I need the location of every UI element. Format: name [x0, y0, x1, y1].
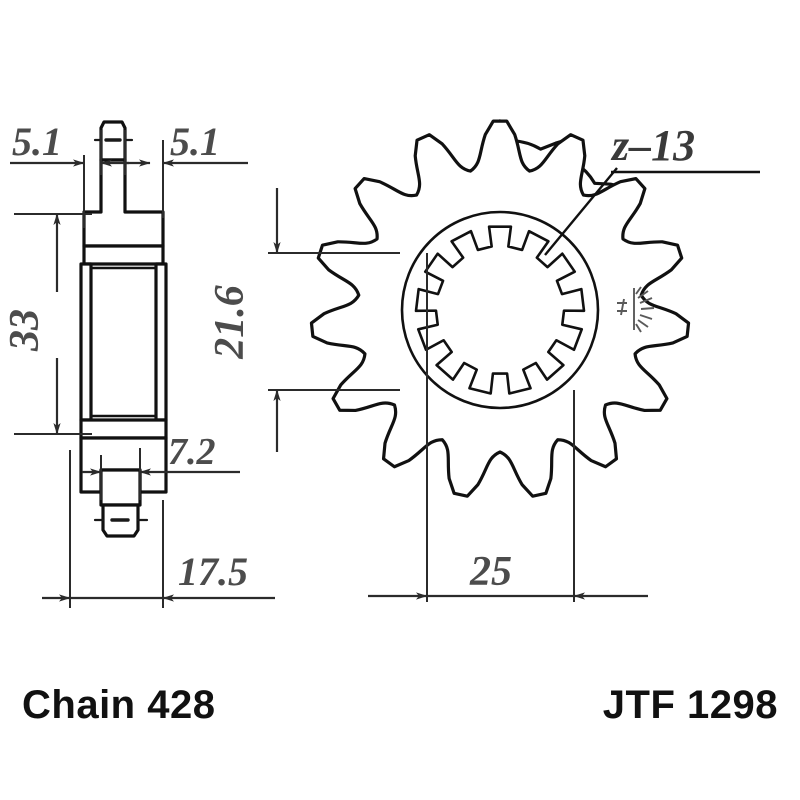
sprocket-teeth-profile [309, 119, 691, 498]
dim-label-5-1-left: 5.1 [12, 119, 62, 164]
section-lower-rim [79, 418, 168, 440]
section-lower-tooth [93, 503, 149, 538]
dimension-21-6: 21.6 [207, 188, 400, 452]
dim-label-7-2: 7.2 [168, 431, 216, 473]
dimension-17-5: 17.5 [42, 450, 275, 608]
internal-spline-13 [414, 225, 586, 395]
part-number-label: JTF 1298 [603, 683, 778, 727]
dimension-5-1-left: 5.1 [10, 119, 129, 228]
callout-z-13: z–13 [544, 121, 760, 256]
section-view-group: 5.1 5.1 33 [2, 119, 275, 608]
dim-label-25: 25 [469, 549, 512, 595]
hub-boss-circle [400, 210, 600, 410]
dimension-33: 33 [2, 213, 92, 435]
dim-label-17-5: 17.5 [178, 549, 248, 594]
chain-label: Chain 428 [22, 683, 215, 727]
section-bore-walls [79, 262, 168, 422]
dim-label-21-6: 21.6 [207, 285, 253, 360]
face-view-group: 21.6 25 z–13 [207, 119, 760, 602]
callout-label-z-13: z–13 [610, 121, 695, 170]
sheet-titles: Chain 428 JTF 1298 [22, 683, 778, 727]
dim-label-33: 33 [2, 309, 48, 352]
surface-finish-icon [617, 286, 655, 333]
dimension-25: 25 [368, 253, 648, 602]
section-lower-web [99, 468, 142, 507]
dimension-5-1-right: 5.1 [124, 119, 248, 218]
dimension-7-2: 7.2 [82, 431, 240, 500]
dim-label-5-1-right: 5.1 [170, 119, 220, 164]
section-upper-flange [82, 158, 165, 248]
section-upper-rim [82, 244, 165, 266]
